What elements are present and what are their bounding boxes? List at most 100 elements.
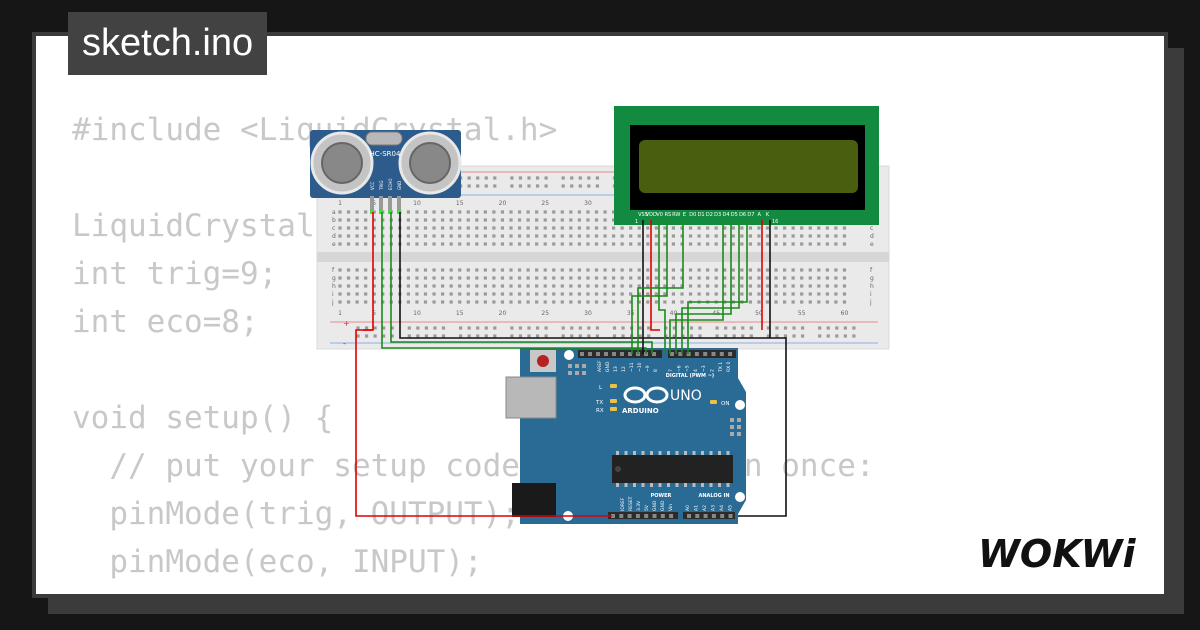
- column-number: 30: [584, 200, 592, 207]
- row-letter: g: [332, 275, 336, 282]
- rail-minus: -: [343, 339, 346, 348]
- lcd-pin-label: D5: [731, 212, 738, 218]
- led-label-tx: TX: [595, 400, 603, 406]
- column-number: 25: [541, 310, 549, 317]
- digital-pin-label: ~9: [645, 365, 651, 372]
- wires: [355, 212, 787, 517]
- row-letter: i: [870, 291, 872, 298]
- column-number: 1: [338, 310, 342, 317]
- chip-legs: [616, 451, 730, 487]
- analog-pin-label: A4: [719, 505, 725, 511]
- power-analog-header: [611, 514, 733, 518]
- sensor-pin-label: TRIG: [379, 180, 384, 191]
- microcontroller-chip: [612, 455, 733, 483]
- lcd-pin-label: VSS: [638, 212, 648, 218]
- board-model: UNO: [670, 388, 702, 404]
- row-letter: b: [332, 217, 336, 224]
- power-pin-label: IOREF: [620, 497, 626, 511]
- column-number: 20: [499, 200, 507, 207]
- wire-lcd-d4: [669, 220, 724, 354]
- analog-pin-label: A3: [711, 505, 717, 511]
- power-jack: [512, 483, 556, 517]
- column-number: 40: [670, 310, 678, 317]
- code-line: int trig=9;: [72, 256, 278, 292]
- lcd-pin-label: D0: [689, 212, 696, 218]
- wire-lcd-vdd: [650, 220, 660, 331]
- row-letter: d: [870, 233, 874, 240]
- wire-sensor-vcc: [355, 212, 612, 517]
- icsp-header: [568, 364, 586, 375]
- wire-lcd-rs: [658, 220, 666, 354]
- wire-lcd-d5: [675, 220, 732, 354]
- lcd-pin-label: D2: [706, 212, 713, 218]
- wire-lcd-d6: [681, 220, 740, 354]
- analog-label: ANALOG IN: [698, 493, 729, 499]
- lcd-pin-label: D6: [739, 212, 746, 218]
- power-pin-label: 5V: [644, 504, 650, 511]
- file-tab[interactable]: sketch.ino: [68, 12, 268, 75]
- lcd-pin-label: D3: [714, 212, 721, 218]
- digital-pin-label: ~10: [637, 362, 643, 372]
- power-pin-label: RESET: [628, 496, 634, 511]
- digital-pin-label: ~5: [685, 365, 691, 372]
- lcd-pin-label: E: [683, 212, 686, 218]
- lcd-last-pin: 16: [772, 219, 778, 225]
- power-pin-label: GND: [652, 500, 658, 511]
- row-letter: e: [870, 241, 874, 248]
- lcd-pin-label: K: [766, 212, 770, 218]
- sensor-label: HC-SR04: [370, 150, 401, 158]
- board-brand: ARDUINO: [622, 407, 659, 415]
- code-line: void setup() {: [72, 400, 334, 436]
- column-number: 35: [627, 310, 635, 317]
- power-pin-label: 3.3V: [636, 500, 642, 511]
- rail-plus: +: [343, 319, 350, 328]
- digital-pin-label: 13: [613, 366, 619, 372]
- arduino-logo-icon: [623, 386, 669, 404]
- wire-lcd-en: [637, 220, 684, 354]
- row-letter: c: [332, 225, 335, 232]
- lcd-pin-label: D1: [698, 212, 705, 218]
- sensor-pin-label: ECHO: [388, 179, 393, 190]
- column-number: 1: [338, 200, 342, 207]
- lcd-pin-label: D4: [722, 212, 729, 218]
- wokwi-logo: WOKWi: [978, 532, 1137, 576]
- logo-text: WOKWi: [978, 532, 1137, 576]
- code-line: pinMode(trig, OUTPUT);: [72, 496, 520, 532]
- digital-pin-label: 2: [710, 369, 716, 372]
- digital-pin-label: RX 0: [726, 361, 732, 372]
- sensor-pin-label: VCC: [370, 181, 375, 190]
- column-number: 55: [798, 310, 806, 317]
- row-letter: i: [332, 291, 334, 298]
- row-letter: g: [870, 275, 874, 282]
- digital-pin-label: TX 1: [718, 362, 724, 373]
- power-label: POWER: [651, 493, 672, 499]
- row-letter: f: [870, 267, 873, 274]
- analog-pin-label: A1: [694, 505, 700, 511]
- power-pin-label: Vin: [668, 504, 674, 511]
- digital-pin-label: ~11: [629, 362, 635, 372]
- sensor-pin-label: GND: [397, 181, 402, 190]
- row-letter: f: [332, 267, 335, 274]
- row-letter: e: [332, 241, 336, 248]
- reset-button[interactable]: [537, 355, 549, 367]
- analog-pin-label: A0: [685, 505, 691, 511]
- ultrasonic-sensor[interactable]: HC-SR04 VCC TRIG ECHO GND: [310, 130, 462, 214]
- column-number: 15: [456, 200, 464, 207]
- code-line: pinMode(eco, INPUT);: [72, 544, 483, 580]
- digital-pin-label: 8: [653, 369, 659, 372]
- digital-pin-label: 12: [621, 366, 627, 372]
- led-label-rx: RX: [596, 408, 604, 414]
- led-label-l: L: [599, 385, 603, 391]
- row-letter: h: [870, 283, 874, 290]
- row-letter: a: [332, 209, 336, 216]
- lcd-pin-label: RW: [672, 212, 680, 218]
- digital-pin-label: 7: [668, 369, 674, 372]
- column-number: 10: [413, 310, 421, 317]
- row-letter: d: [332, 233, 336, 240]
- lcd-pin-label: VDD: [646, 212, 657, 218]
